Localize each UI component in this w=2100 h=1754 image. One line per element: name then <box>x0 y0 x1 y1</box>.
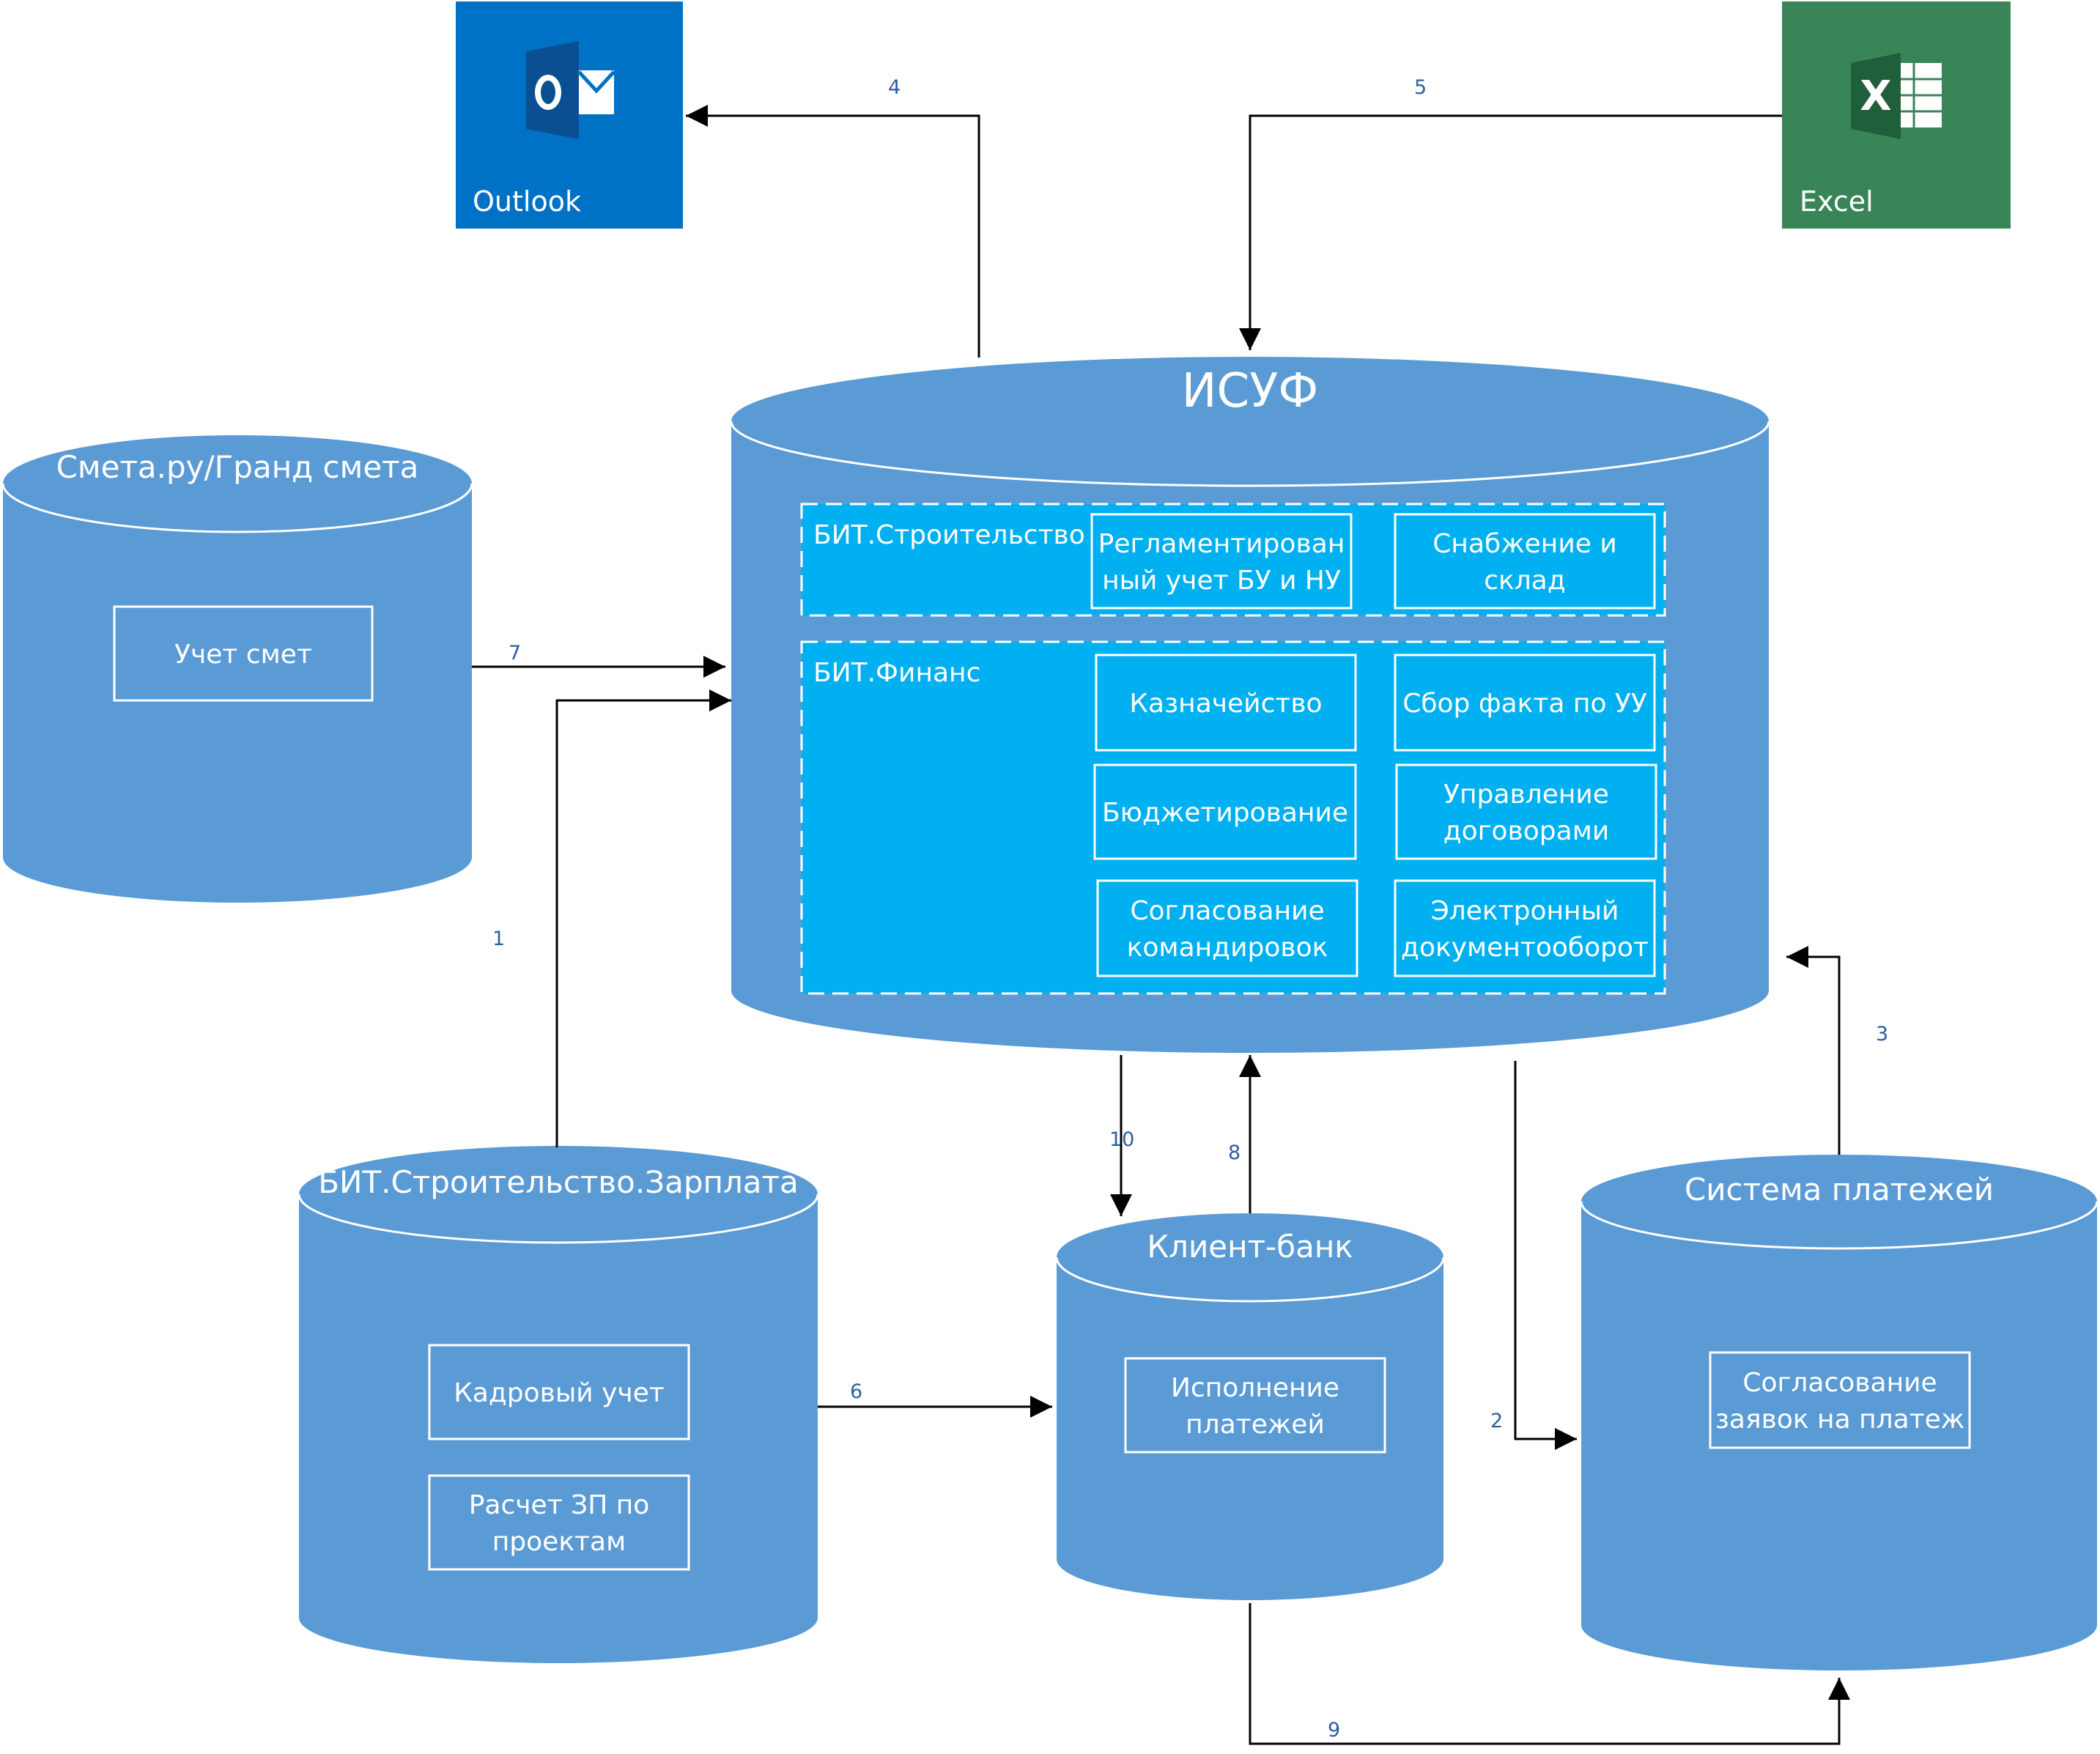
excel-icon: X <box>1851 53 1942 139</box>
flow-8-label: 8 <box>1228 1141 1241 1164</box>
module-hr: Кадровый учет <box>428 1344 690 1440</box>
module-edo-box <box>1394 879 1656 977</box>
construction-title: БИТ.Строительство <box>813 520 1085 550</box>
isuf-title: ИСУФ <box>1182 364 1319 418</box>
outlook-label: Outlook <box>473 185 581 218</box>
flow-4-label: 4 <box>888 76 901 99</box>
module-treasury-box <box>1095 654 1357 752</box>
module-budgeting-box <box>1093 763 1357 860</box>
finance-panel: БИТ.Финанс <box>800 640 1666 995</box>
module-hr-box <box>428 1344 690 1440</box>
module-payment-approval: Согласование заявок на платеж <box>1709 1351 1971 1449</box>
module-business-trips-label: командировок <box>1127 933 1328 963</box>
bank-cylinder: Клиент-банк <box>1055 1213 1445 1600</box>
module-edo-label: документооборот <box>1401 933 1649 963</box>
module-payroll-box <box>428 1474 690 1571</box>
flow-1-label: 1 <box>492 928 505 950</box>
module-business-trips-box <box>1096 879 1358 977</box>
module-estimates-box <box>113 605 374 702</box>
module-uu-fact-collection: Сбор факта по УУ <box>1394 654 1656 752</box>
flow-1-arrow <box>555 689 731 1147</box>
module-payment-execution-label: платежей <box>1186 1410 1325 1440</box>
salary-title: БИТ.Строительство.Зарплата <box>318 1164 799 1200</box>
outlook-tile[interactable]: Outlook <box>456 1 683 229</box>
module-payment-execution-box <box>1124 1357 1386 1454</box>
module-budgeting: Бюджетирование <box>1093 763 1357 860</box>
module-contract-management: Управление договорами <box>1395 763 1657 860</box>
module-payroll-label: проектам <box>492 1527 626 1557</box>
svg-text:X: X <box>1860 73 1891 120</box>
module-uu-fact-collection-box <box>1394 654 1656 752</box>
module-supply-warehouse-label: Снабжение и <box>1432 529 1616 559</box>
flow-4-arrow <box>686 105 980 358</box>
construction-panel: БИТ.Строительство <box>800 503 1666 617</box>
module-edo-label: Электронный <box>1431 896 1619 926</box>
connectors <box>472 105 1850 1745</box>
flow-7-label: 7 <box>509 642 521 665</box>
module-contract-management-label: Управление <box>1443 780 1609 810</box>
module-business-trips-label: Согласование <box>1130 896 1324 926</box>
payments-cylinder: Система платежей <box>1580 1155 2099 1670</box>
module-payroll-label: Расчет ЗП по <box>469 1490 650 1520</box>
excel-tile[interactable]: X Excel <box>1782 1 2011 229</box>
module-regulated-accounting-box <box>1090 513 1353 610</box>
flow-9-arrow <box>1249 1603 1850 1745</box>
flow-3-label: 3 <box>1876 1023 1888 1046</box>
module-payment-approval-box <box>1709 1351 1971 1449</box>
module-supply-warehouse-box <box>1394 513 1656 610</box>
module-contract-management-label: договорами <box>1443 816 1610 846</box>
finance-title: БИТ.Финанс <box>813 658 980 688</box>
flow-3-arrow <box>1786 946 1841 1155</box>
bank-title: Клиент-банк <box>1147 1229 1353 1265</box>
module-treasury-label: Казначейство <box>1129 689 1322 719</box>
flow-5-label: 5 <box>1414 76 1427 99</box>
module-edo: Электронный документооборот <box>1394 879 1656 977</box>
flow-2-label: 2 <box>1490 1410 1503 1432</box>
module-supply-warehouse: Снабжение и склад <box>1394 513 1656 610</box>
module-payment-approval-label: заявок на платеж <box>1715 1405 1965 1435</box>
module-treasury: Казначейство <box>1095 654 1357 752</box>
excel-label: Excel <box>1800 185 1874 218</box>
payments-title: Система платежей <box>1685 1172 1994 1207</box>
module-payment-execution: Исполнение платежей <box>1124 1357 1386 1454</box>
smeta-title: Смета.ру/Гранд смета <box>56 449 419 485</box>
module-payment-approval-label: Согласование <box>1742 1368 1937 1398</box>
flow-6-label: 6 <box>850 1380 862 1403</box>
flow-9-label: 9 <box>1328 1719 1340 1742</box>
module-uu-fact-collection-label: Сбор факта по УУ <box>1402 689 1647 719</box>
module-regulated-accounting: Регламентирован ный учет БУ и НУ <box>1090 513 1353 610</box>
module-business-trips: Согласование командировок <box>1096 879 1358 977</box>
outlook-icon <box>526 41 615 139</box>
module-regulated-accounting-label: ный учет БУ и НУ <box>1102 566 1341 596</box>
module-regulated-accounting-label: Регламентирован <box>1098 529 1345 559</box>
flow-labels: 4 5 7 1 10 8 3 2 6 9 <box>492 76 1888 1742</box>
module-payroll: Расчет ЗП по проектам <box>428 1474 690 1571</box>
module-supply-warehouse-label: склад <box>1484 566 1566 596</box>
smeta-cylinder: Смета.ру/Гранд смета <box>1 435 473 903</box>
module-budgeting-label: Бюджетирование <box>1102 798 1348 828</box>
module-estimates-label: Учет смет <box>174 640 312 670</box>
module-estimates: Учет смет <box>113 605 374 702</box>
flow-10-label: 10 <box>1109 1128 1134 1151</box>
flow-5-arrow <box>1239 114 1782 350</box>
module-boxes: Регламентирован ный учет БУ и НУ Снабжение… <box>113 513 1971 1571</box>
module-payment-execution-label: Исполнение <box>1171 1373 1339 1403</box>
flow-2-arrow <box>1514 1061 1577 1450</box>
module-hr-label: Кадровый учет <box>454 1378 665 1408</box>
module-contract-management-box <box>1395 763 1657 860</box>
